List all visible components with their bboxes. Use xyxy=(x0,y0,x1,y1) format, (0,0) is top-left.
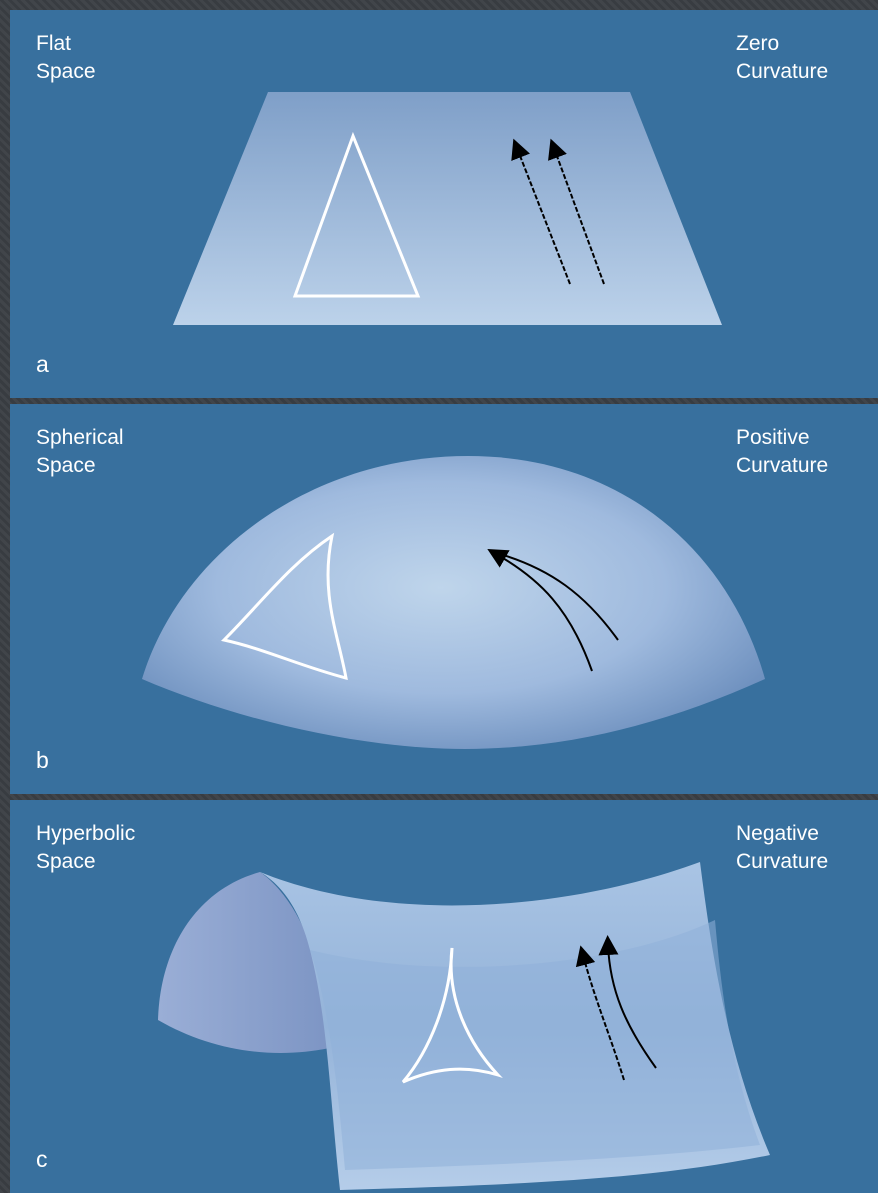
panel-flat-space: Flat Space Zero Curvature a xyxy=(10,10,878,398)
sphere-dome xyxy=(142,456,765,749)
saddle-surface-illustration xyxy=(10,800,878,1193)
panel-spherical-space: Spherical Space Positive Curvature b xyxy=(10,404,878,794)
sphere-surface-illustration xyxy=(10,404,878,794)
flat-plane xyxy=(173,92,722,325)
panel-hyperbolic-space: Hyperbolic Space Negative Curvature c xyxy=(10,800,878,1193)
flat-surface-illustration xyxy=(10,10,878,398)
